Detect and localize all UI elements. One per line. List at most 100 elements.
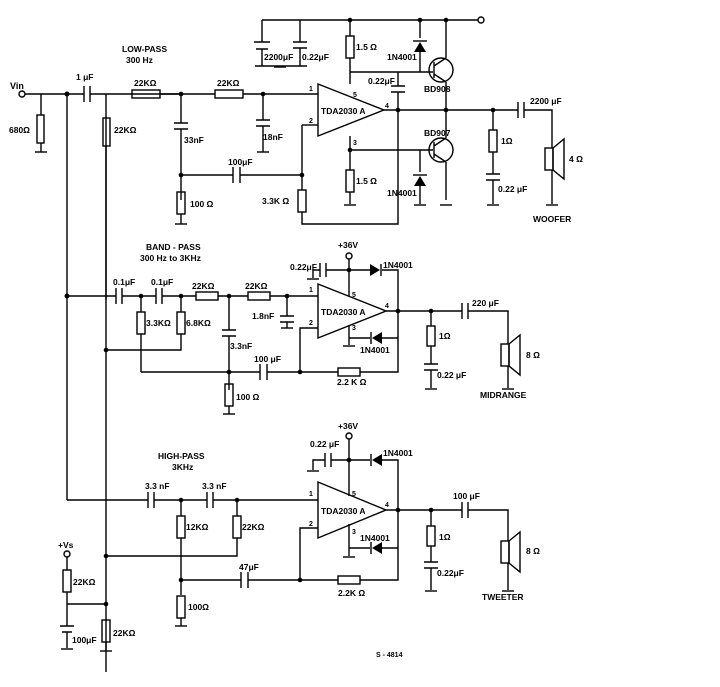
hp-diode-bot-label: 1N4001 — [360, 533, 390, 543]
lp-sense-r-top-label: 1.5 Ω — [356, 42, 377, 52]
hp-c2-label: 3.3 nF — [202, 481, 227, 491]
hp-amplifier — [317, 480, 388, 540]
hp-output-cap-label: 100 μF — [453, 491, 480, 501]
vs-label: +Vs — [58, 540, 74, 550]
bp-diode-bot-label: 1N4001 — [360, 345, 390, 355]
band-pass-freq: 300 Hz to 3KHz — [140, 253, 201, 263]
lp-boot-cap-label: 0.22μF — [368, 76, 395, 86]
bias-supply-section: +Vs 22KΩ 100μF 22KΩ — [58, 540, 136, 652]
midrange-label: MIDRANGE — [480, 390, 527, 400]
lp-diode-top-label: 1N4001 — [387, 52, 417, 62]
figure-reference: S - 4814 — [376, 652, 403, 659]
lp-pin3: 3 — [353, 140, 357, 147]
hp-diode-top-label: 1N4001 — [383, 448, 413, 458]
hp-fb-gnd-label: 100Ω — [188, 602, 209, 612]
lp-sense-r-top — [345, 35, 355, 59]
lp-bulk-cap-label: 2200μF — [264, 52, 293, 62]
bp-pin4: 4 — [385, 303, 389, 310]
hp-c1-label: 3.3 nF — [145, 481, 170, 491]
vs-resistor — [62, 569, 72, 593]
bp-r1-label: 3.3KΩ — [146, 318, 171, 328]
input-terminal — [18, 90, 26, 98]
tweeter-impedance: 8 Ω — [526, 546, 540, 556]
lp-pin5: 5 — [353, 92, 357, 99]
bias-resistor-label: 22KΩ — [114, 125, 137, 135]
hp-supply-label: +36V — [338, 421, 358, 431]
lp-r2-label: 22KΩ — [217, 78, 240, 88]
bp-c1-label: 0.1μF — [113, 277, 135, 287]
bp-ic-label: TDA2030 A — [321, 307, 366, 317]
lp-r2 — [214, 89, 244, 99]
bp-fb-resistor — [337, 367, 361, 377]
bp-output-cap-label: 220 μF — [472, 298, 499, 308]
high-pass-title: HIGH-PASS — [158, 451, 205, 461]
bp-pin2: 2 — [309, 320, 313, 327]
low-pass-section: LOW-PASS 300 Hz 22KΩ 22KΩ 33nF 18nF 100μ… — [122, 16, 583, 225]
hp-fb-gnd-resistor — [176, 595, 186, 619]
input-capacitor — [83, 86, 91, 102]
bp-diode-top-label: 1N4001 — [383, 260, 413, 270]
woofer-impedance: 4 Ω — [569, 154, 583, 164]
bp-c2-label: 0.1μF — [151, 277, 173, 287]
lp-pin4: 4 — [385, 103, 389, 110]
hp-fb-resistor-label: 2.2K Ω — [338, 588, 365, 598]
lp-pin2: 2 — [309, 118, 313, 125]
high-pass-freq: 3KHz — [172, 462, 193, 472]
hp-pin4: 4 — [385, 502, 389, 509]
bp-dec-cap-label: 0.22μF — [290, 262, 317, 272]
midrange-speaker — [500, 343, 510, 367]
band-pass-title: BAND - PASS — [146, 242, 201, 252]
lp-fb-capacitor — [232, 167, 241, 183]
bp-fb-capacitor — [259, 364, 268, 380]
bp-c4-label: 3.3nF — [230, 341, 252, 351]
hp-zobel-c-label: 0.22μF — [437, 568, 464, 578]
woofer-speaker — [544, 147, 554, 171]
hp-pin2: 2 — [309, 521, 313, 528]
high-pass-section: HIGH-PASS 3KHz 3.3 nF 3.3 nF 12KΩ 22KΩ 4… — [103, 421, 540, 627]
lp-r1-label: 22KΩ — [134, 78, 157, 88]
input-cap-label: 1 μF — [76, 72, 93, 82]
bp-pin5: 5 — [352, 292, 356, 299]
bp-r3-label: 22KΩ — [192, 281, 215, 291]
bp-r4-label: 22KΩ — [245, 281, 268, 291]
bp-r2-label: 6.8KΩ — [186, 318, 211, 328]
lp-fb-resistor — [297, 189, 307, 213]
lp-output-cap-label: 2200 μF — [530, 96, 562, 106]
input-label: Vin — [10, 81, 24, 91]
lp-q-top-label: BD908 — [424, 84, 451, 94]
hp-r2 — [232, 515, 242, 539]
vs-cap-label: 100μF — [72, 635, 97, 645]
bp-c3-label: 1.8nF — [252, 311, 274, 321]
bp-r3 — [195, 291, 219, 301]
lp-transistor-top — [428, 57, 454, 83]
input-resistor-label: 680Ω — [9, 125, 30, 135]
lp-ic-label: TDA2030 A — [321, 106, 366, 116]
lp-diode-bot-label: 1N4001 — [387, 188, 417, 198]
hp-pin3: 3 — [352, 529, 356, 536]
bp-r2 — [176, 311, 186, 335]
hp-fb-capacitor — [240, 572, 249, 588]
hp-pin5: 5 — [352, 491, 356, 498]
lp-zobel-r-label: 1Ω — [501, 136, 513, 146]
tweeter-speaker — [500, 540, 510, 564]
hp-r1 — [176, 515, 186, 539]
lp-fb-gnd-label: 100 Ω — [190, 199, 214, 209]
hp-pin1: 1 — [309, 491, 313, 498]
hp-fb-cap-label: 47μF — [239, 562, 259, 572]
lp-fb-resistor-label: 3.3K Ω — [262, 196, 289, 206]
vs-resistor-label: 22KΩ — [73, 577, 96, 587]
bp-fb-gnd-label: 100 Ω — [236, 392, 260, 402]
bp-c1 — [115, 288, 123, 304]
lp-pin1: 1 — [309, 86, 313, 93]
lp-dec-cap-label: 0.22μF — [302, 52, 329, 62]
hp-dec-cap-label: 0.22 μF — [310, 439, 339, 449]
bp-r4 — [247, 291, 271, 301]
bp-pin1: 1 — [309, 287, 313, 294]
bp-r1 — [136, 311, 146, 335]
bp-zobel-r-label: 1Ω — [439, 331, 451, 341]
bias-resistor-bottom-label: 22KΩ — [113, 628, 136, 638]
lp-c1-label: 33nF — [184, 135, 204, 145]
bp-fb-cap-label: 100 μF — [254, 354, 281, 364]
hp-fb-resistor — [337, 575, 361, 585]
